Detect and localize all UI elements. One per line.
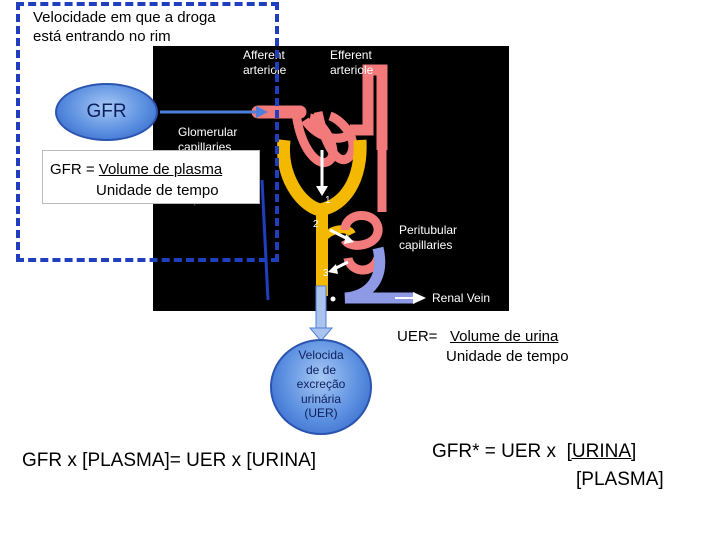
intro-note-line1: Velocidade em que a droga bbox=[33, 9, 216, 26]
leader-line bbox=[260, 179, 270, 301]
step-1-label: 1 bbox=[325, 195, 331, 206]
uer-ellipse-label: Velocida de de excreção urinária (UER) bbox=[296, 348, 346, 420]
intro-note-background bbox=[20, 6, 275, 46]
gfr-ellipse-label: GFR bbox=[86, 101, 127, 122]
uer-formula-denominator: Unidade de tempo bbox=[446, 348, 569, 365]
gfr-derived-numerator: [URINA] bbox=[566, 441, 637, 462]
uer-arrow-shaft bbox=[315, 285, 327, 331]
uer-formula-numerator: Volume de urina bbox=[449, 328, 559, 345]
uer-formula-numerator-line: UER= Volume de urina bbox=[397, 327, 558, 346]
gfr-formula-box bbox=[42, 150, 260, 204]
drug-entry-dashed-frame bbox=[16, 2, 279, 262]
peritubular-capillaries-label: Peritubular capillaries bbox=[399, 223, 458, 252]
step-3-label: 3 bbox=[323, 268, 329, 279]
intro-note-line2: está entrando no rim bbox=[33, 28, 171, 45]
efferent-arteriole-vessel bbox=[350, 64, 388, 150]
gfr-derived-equation-line1: GFR* = UER x [URINA] bbox=[432, 440, 636, 464]
uer-ellipse bbox=[270, 339, 372, 435]
step-2-label: 2 bbox=[313, 219, 319, 230]
gfr-formula-lhs: GFR = bbox=[50, 161, 99, 178]
renal-vein-arrow bbox=[413, 292, 426, 304]
renal-vein-label: Renal Vein bbox=[432, 291, 491, 305]
uer-formula-lhs: UER= bbox=[397, 328, 438, 345]
uer-arrow-head bbox=[308, 327, 334, 342]
renal-vein-vessel bbox=[344, 246, 415, 304]
gfr-derived-denominator: [PLASMA] bbox=[576, 469, 664, 490]
gfr-derived-lhs: GFR* = UER x bbox=[432, 441, 567, 462]
glomerulus-capillaries bbox=[291, 111, 360, 167]
mass-balance-equation: GFR x [PLASMA]= UER x [URINA] bbox=[22, 450, 317, 471]
efferent-arteriole-label: Efferent arteriole bbox=[330, 48, 374, 77]
intro-note: Velocidade em que a droga está entrando … bbox=[33, 8, 216, 46]
gfr-ellipse: GFR bbox=[55, 83, 158, 141]
tubule-curve bbox=[318, 225, 356, 243]
gfr-formula-numerator: Volume de plasma bbox=[98, 161, 223, 178]
gfr-formula-denominator: Unidade de tempo bbox=[96, 182, 219, 199]
gfr-formula-numerator-line: GFR = Volume de plasma bbox=[50, 160, 222, 180]
